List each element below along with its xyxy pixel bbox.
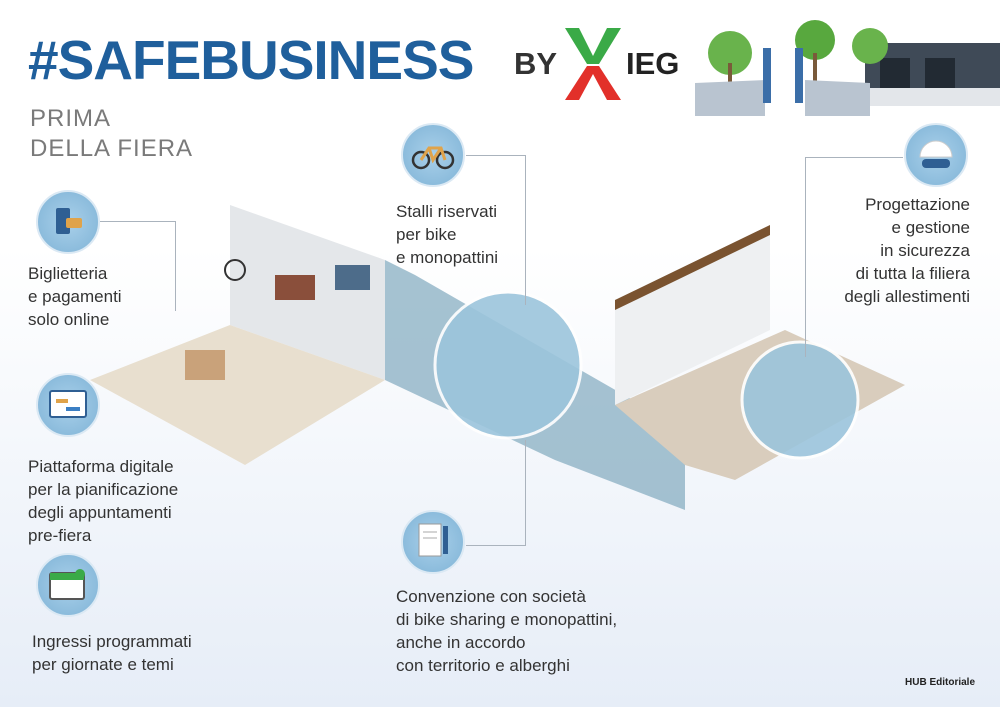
bicycle-icon	[401, 123, 465, 187]
safety-helmet-icon	[904, 123, 968, 187]
text-line: con territorio e alberghi	[396, 656, 570, 675]
text-line: Progettazione	[865, 195, 970, 214]
item-platform-text: Piattaforma digitale per la pianificazion…	[28, 455, 178, 547]
connector-line	[100, 221, 175, 222]
text-line: Convenzione con società	[396, 587, 586, 606]
text-line: Piattaforma digitale	[28, 457, 174, 476]
text-line: pre-fiera	[28, 526, 92, 545]
brand-label: IEG	[626, 46, 680, 81]
credit-label: HUB Editoriale	[905, 677, 976, 688]
connector-line	[525, 440, 526, 545]
text-line: e gestione	[891, 218, 970, 237]
text-line: Ingressi programmati	[32, 632, 192, 651]
item-entries-text: Ingressi programmati per giornate e temi	[32, 630, 192, 676]
fair-entrance-illustration	[695, 20, 1000, 116]
calendar-icon	[36, 553, 100, 617]
text-line: Stalli riservati	[396, 202, 498, 221]
item-safety-design-text: Progettazione e gestione in sicurezza di tu…	[844, 193, 970, 308]
connector-line	[525, 155, 526, 305]
page-title: #SAFEBUSINESS	[28, 29, 474, 91]
digital-platform-icon	[36, 373, 100, 437]
document-pen-icon	[401, 510, 465, 574]
ieg-logo-x-icon	[565, 28, 621, 100]
text-line: Biglietteria	[28, 264, 108, 283]
text-line: in sicurezza	[880, 241, 970, 260]
text-line: degli allestimenti	[844, 287, 970, 306]
connector-line	[805, 157, 903, 158]
text-line: per bike	[396, 225, 457, 244]
text-line: anche in accordo	[396, 633, 526, 652]
item-bike-sharing-text: Convenzione con società di bike sharing e…	[396, 585, 617, 677]
text-line: di bike sharing e monopattini,	[396, 610, 618, 629]
text-line: degli appuntamenti	[28, 503, 172, 522]
fair-preparation-scene	[90, 205, 905, 510]
text-line: solo online	[28, 310, 110, 329]
phone-payment-icon	[36, 190, 100, 254]
bike-station-zoom-circle	[433, 290, 583, 440]
text-line: e monopattini	[396, 248, 499, 267]
connector-line	[466, 545, 526, 546]
section-subtitle: PRIMA DELLA FIERA	[30, 104, 193, 164]
connector-line	[805, 157, 806, 357]
connector-line	[175, 221, 176, 311]
text-line: per giornate e temi	[32, 655, 174, 674]
text-line: per la pianificazione	[28, 480, 179, 499]
item-ticketing-text: Biglietteria e pagamenti solo online	[28, 262, 122, 331]
text-line: di tutta la filiera	[855, 264, 970, 283]
subtitle-line: DELLA FIERA	[30, 135, 194, 162]
by-label: BY	[514, 46, 558, 81]
subtitle-line: PRIMA	[30, 105, 112, 132]
item-bike-parking-text: Stalli riservati per bike e monopattini	[396, 200, 498, 269]
connector-line	[466, 155, 526, 156]
text-line: e pagamenti	[28, 287, 122, 306]
setup-zoom-circle	[740, 340, 860, 460]
